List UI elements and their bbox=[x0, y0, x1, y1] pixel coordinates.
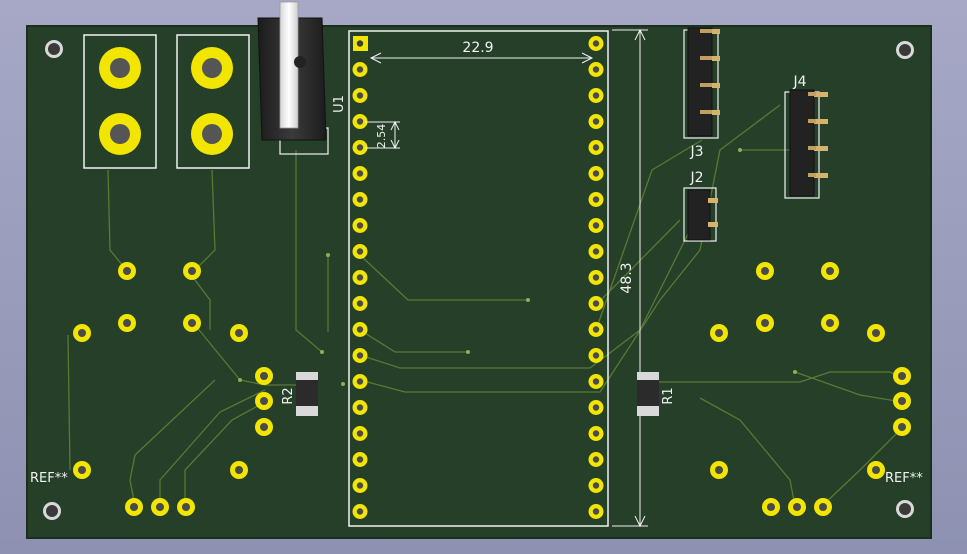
through-hole-pad bbox=[73, 461, 91, 479]
through-hole-pad bbox=[756, 314, 774, 332]
mcu-pad bbox=[352, 322, 368, 337]
j4-label: J4 bbox=[792, 74, 806, 90]
terminal-block-left[interactable] bbox=[83, 34, 157, 169]
dimension-height bbox=[612, 28, 648, 528]
mcu-pad bbox=[352, 270, 368, 285]
mcu-pad bbox=[352, 426, 368, 441]
ref-label-left: REF** bbox=[30, 471, 68, 486]
through-hole-pad bbox=[867, 324, 885, 342]
mcu-pad bbox=[352, 452, 368, 467]
mounting-hole-icon bbox=[43, 40, 914, 520]
through-hole-pad bbox=[867, 461, 885, 479]
through-hole-pad bbox=[893, 418, 911, 436]
mcu-pad bbox=[352, 218, 368, 233]
mcu-pad bbox=[588, 114, 604, 129]
mcu-pad bbox=[588, 478, 604, 493]
mcu-pad bbox=[588, 88, 604, 103]
through-hole-pad bbox=[183, 262, 201, 280]
to220-package-icon[interactable] bbox=[257, 1, 329, 155]
mcu-pad bbox=[588, 192, 604, 207]
through-hole-pad bbox=[183, 314, 201, 332]
mcu-pad bbox=[588, 270, 604, 285]
mcu-pad bbox=[352, 244, 368, 259]
through-hole-pad bbox=[73, 324, 91, 342]
through-hole-pad bbox=[814, 498, 832, 516]
mcu-pad bbox=[588, 426, 604, 441]
mcu-pad bbox=[352, 374, 368, 389]
mcu-pad bbox=[588, 244, 604, 259]
through-hole-pad bbox=[230, 324, 248, 342]
mcu-pad bbox=[588, 36, 604, 51]
through-hole-pad bbox=[177, 498, 195, 516]
mcu-pad bbox=[352, 114, 368, 129]
mcu-pad bbox=[352, 478, 368, 493]
through-hole-pad bbox=[118, 262, 136, 280]
ref-label-right: REF** bbox=[885, 471, 923, 486]
mcu-pad bbox=[588, 218, 604, 233]
trace-vias bbox=[238, 148, 797, 386]
through-hole-pad bbox=[710, 461, 728, 479]
u1-label: U1 bbox=[332, 95, 347, 113]
dimension-height-value: 48.3 bbox=[619, 262, 635, 293]
mcu-pad bbox=[588, 348, 604, 363]
pin-header-j3[interactable] bbox=[683, 27, 720, 139]
mcu-pad bbox=[588, 504, 604, 519]
j2-label: J2 bbox=[689, 170, 703, 186]
through-hole-pad bbox=[893, 392, 911, 410]
mcu-pad bbox=[352, 166, 368, 181]
smd-resistor-r2[interactable] bbox=[296, 372, 318, 416]
mcu-pad bbox=[588, 322, 604, 337]
through-hole-pad bbox=[756, 262, 774, 280]
pin-header-j2[interactable] bbox=[683, 187, 718, 242]
mcu-pad bbox=[352, 504, 368, 519]
copper-traces bbox=[67, 104, 903, 507]
dimension-pitch bbox=[365, 120, 400, 150]
mcu-pad bbox=[588, 166, 604, 181]
through-hole-pad bbox=[255, 392, 273, 410]
mcu-pad bbox=[588, 62, 604, 77]
dimension-width-value: 22.9 bbox=[462, 40, 493, 56]
dimension-width bbox=[369, 52, 594, 64]
mcu-pad bbox=[352, 400, 368, 415]
through-hole-pad bbox=[788, 498, 806, 516]
mcu-pad bbox=[588, 140, 604, 155]
through-hole-pad bbox=[762, 498, 780, 516]
through-hole-pad bbox=[230, 461, 248, 479]
mcu-pad bbox=[352, 140, 368, 155]
mcu-pad bbox=[588, 296, 604, 311]
mcu-pad bbox=[588, 400, 604, 415]
mcu-pad bbox=[588, 452, 604, 467]
r2-label: R2 bbox=[281, 387, 296, 404]
mcu-pad bbox=[352, 192, 368, 207]
through-hole-pad bbox=[821, 262, 839, 280]
pin-header-j4[interactable] bbox=[784, 89, 828, 199]
through-hole-pad bbox=[893, 367, 911, 385]
smd-resistor-r1[interactable] bbox=[637, 372, 659, 416]
through-hole-pad bbox=[821, 314, 839, 332]
r1-label: R1 bbox=[661, 387, 676, 404]
mcu-pad bbox=[352, 348, 368, 363]
terminal-block-right[interactable] bbox=[176, 34, 250, 169]
mcu-pad bbox=[588, 374, 604, 389]
mcu-footprint[interactable] bbox=[348, 30, 609, 527]
mcu-pins-right bbox=[588, 36, 604, 519]
mcu-pad bbox=[352, 62, 368, 77]
through-hole-pad bbox=[151, 498, 169, 516]
mcu-pins-left bbox=[352, 62, 368, 519]
mcu-pad bbox=[352, 296, 368, 311]
through-hole-pad bbox=[255, 367, 273, 385]
through-hole-pad bbox=[710, 324, 728, 342]
j3-label: J3 bbox=[689, 144, 703, 160]
dimension-pitch-value: 2.54 bbox=[375, 124, 388, 149]
through-hole-pad bbox=[118, 314, 136, 332]
mcu-pad bbox=[352, 88, 368, 103]
through-hole-pads bbox=[73, 262, 911, 516]
through-hole-pad bbox=[255, 418, 273, 436]
through-hole-pad bbox=[125, 498, 143, 516]
